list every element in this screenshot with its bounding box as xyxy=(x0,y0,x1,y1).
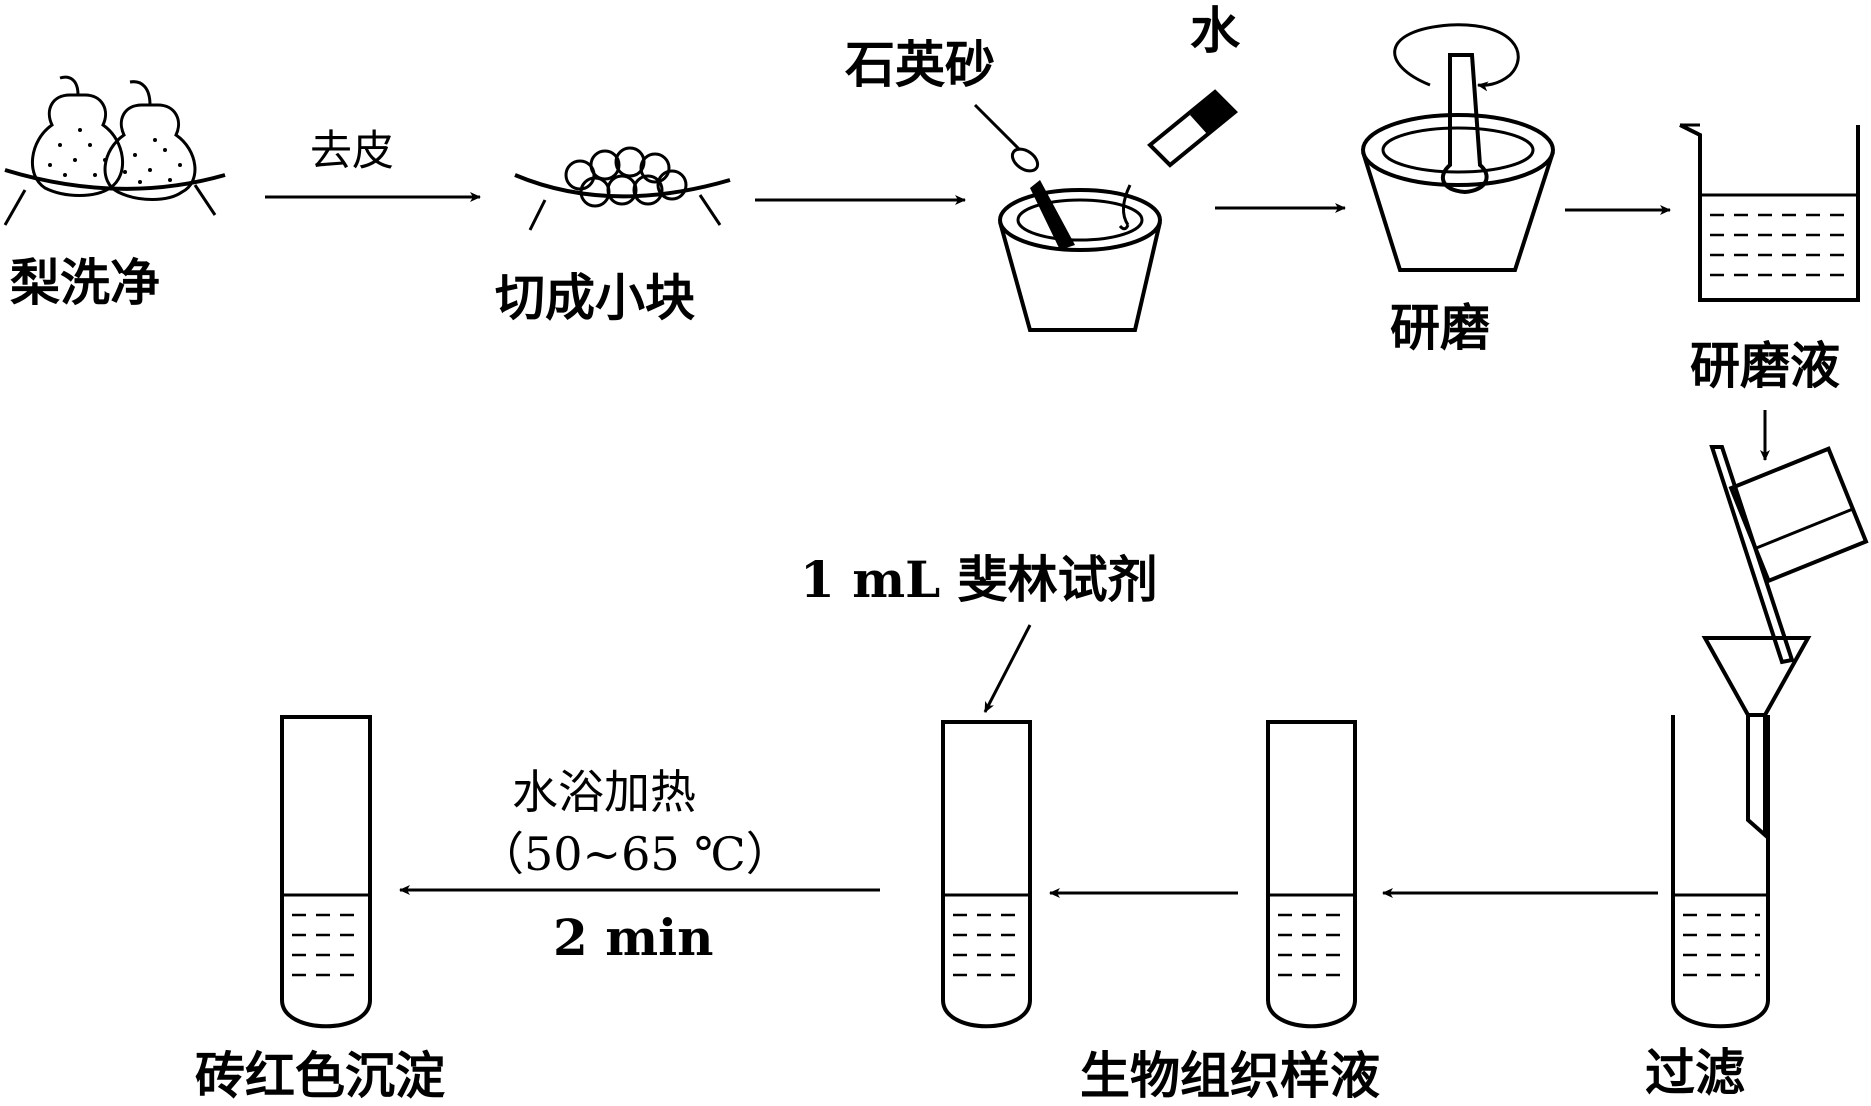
label-peel: 去皮 xyxy=(310,126,394,175)
label-grind: 研磨 xyxy=(1390,298,1490,357)
label-heat-line1: 水浴加热 xyxy=(512,765,696,819)
label-heat-line3: 2 min xyxy=(553,908,713,967)
result-tube-illustration xyxy=(280,715,372,1029)
label-cut-pieces: 切成小块 xyxy=(495,268,695,327)
label-quartz-sand: 石英砂 xyxy=(845,35,995,94)
label-result: 砖红色沉淀 xyxy=(195,1046,445,1105)
beaker-illustration xyxy=(1679,123,1860,302)
label-reagent: 1 mL 斐林试剂 xyxy=(800,550,1158,609)
mortar-add-illustration xyxy=(973,89,1238,332)
label-filter: 过滤 xyxy=(1645,1043,1745,1102)
reagent-tube-illustration xyxy=(941,624,1032,1029)
label-sample: 生物组织样液 xyxy=(1080,1046,1380,1105)
filtering-illustration xyxy=(1671,445,1869,1029)
label-wash-pears: 梨洗净 xyxy=(10,253,160,312)
cut-pieces-illustration xyxy=(514,146,731,231)
sample-tube-illustration xyxy=(1266,720,1357,1029)
grinding-illustration xyxy=(1361,23,1555,272)
pears-illustration xyxy=(3,75,226,226)
label-grind-liquid: 研磨液 xyxy=(1690,336,1840,395)
label-water: 水 xyxy=(1190,1,1241,60)
label-heat-line2: （50~65 ℃） xyxy=(478,827,792,881)
